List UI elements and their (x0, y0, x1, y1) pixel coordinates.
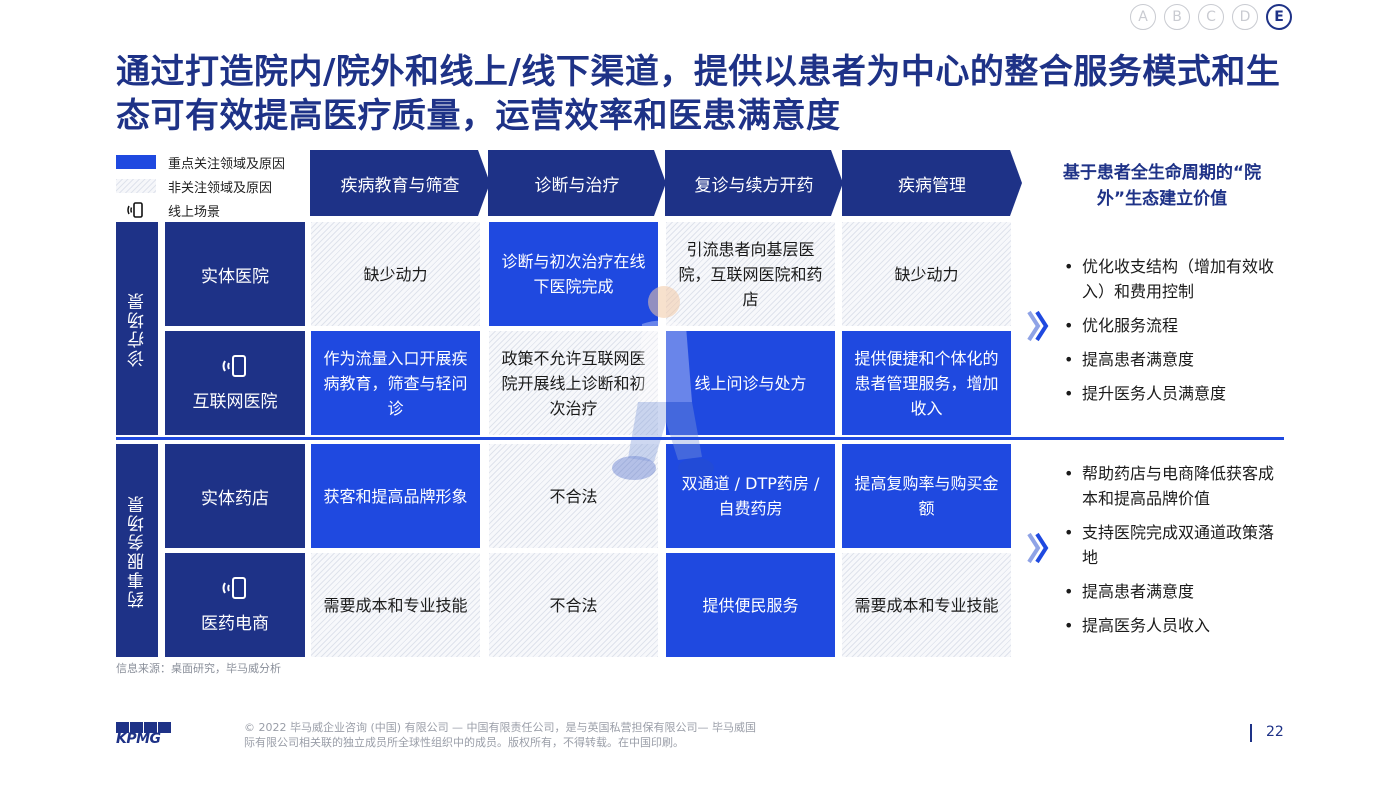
matrix-cell: 缺少动力 (311, 222, 480, 326)
matrix-cell: 线上问诊与处方 (666, 331, 835, 435)
page-separator (1250, 724, 1252, 742)
column-header-diagnosis: 诊断与治疗 (488, 150, 666, 216)
pharmacy-value-list: 帮助药店与电商降低获客成本和提高品牌价值 支持医院完成双通道政策落地 提高患者满… (1062, 461, 1286, 647)
matrix-cell: 不合法 (489, 553, 658, 657)
matrix-cell: 引流患者向基层医院，互联网医院和药店 (666, 222, 835, 326)
matrix-cell: 缺少动力 (842, 222, 1011, 326)
legend-focus-label: 重点关注领域及原因 (168, 156, 286, 172)
row-label-physical-hospital: 实体医院 (165, 222, 305, 326)
section-nav-a[interactable]: A (1130, 4, 1156, 30)
section-nav-e[interactable]: E (1266, 4, 1292, 30)
section-nav-b[interactable]: B (1164, 4, 1190, 30)
logo-text: KPMG (116, 731, 161, 747)
section-divider (116, 437, 1284, 440)
matrix-cell: 提供便民服务 (666, 553, 835, 657)
chevron-right-icon (1027, 310, 1049, 342)
matrix-cell: 双通道 / DTP药房 / 自费药房 (666, 444, 835, 548)
matrix-cell: 需要成本和专业技能 (311, 553, 480, 657)
chevron-right-icon (1027, 532, 1049, 564)
page-title: 通过打造院内/院外和线上/线下渠道，提供以患者为中心的整合服务模式和生态可有效提… (116, 52, 1281, 136)
row-label-text: 医药电商 (201, 613, 269, 634)
source-note: 信息来源：桌面研究，毕马威分析 (116, 662, 281, 675)
row-label-text: 互联网医院 (192, 391, 278, 412)
group-label-pharmacy: 药事服务场景 (116, 444, 158, 657)
column-header-followup: 复诊与续方开药 (665, 150, 843, 216)
legend-item-focus: 重点关注领域及原因 (116, 150, 285, 174)
list-item: 优化服务流程 (1062, 313, 1286, 338)
matrix-cell: 作为流量入口开展疾病教育，筛查与轻问诊 (311, 331, 480, 435)
phone-icon (222, 576, 246, 599)
matrix-cell: 获客和提高品牌形象 (311, 444, 480, 548)
legend-item-online: 线上场景 (116, 198, 285, 222)
non-focus-swatch (116, 179, 156, 193)
row-label-physical-pharmacy: 实体药店 (165, 444, 305, 548)
row-label-online-pharmacy: 医药电商 (165, 553, 305, 657)
matrix-cell: 提供便捷和个体化的患者管理服务，增加收入 (842, 331, 1011, 435)
row-label-text: 实体药店 (201, 488, 269, 509)
matrix-cell: 不合法 (489, 444, 658, 548)
legend: 重点关注领域及原因 非关注领域及原因 线上场景 (116, 150, 285, 222)
row-label-text: 实体医院 (201, 266, 269, 287)
phone-icon (222, 354, 246, 377)
matrix-cell: 提高复购率与购买金额 (842, 444, 1011, 548)
list-item: 提高医务人员收入 (1062, 613, 1286, 638)
list-item: 提升医务人员满意度 (1062, 381, 1286, 406)
decorative-figure-illustration (612, 286, 714, 480)
value-title: 基于患者全生命周期的“院外”生态建立价值 (1062, 163, 1262, 209)
footer-disclaimer: © 2022 毕马威企业咨询 (中国) 有限公司 — 中国有限责任公司，是与英国… (244, 721, 757, 749)
legend-item-non-focus: 非关注领域及原因 (116, 174, 285, 198)
matrix-cell: 诊断与初次治疗在线下医院完成 (489, 222, 658, 326)
section-nav: A B C D E (1130, 4, 1292, 30)
matrix-cell: 需要成本和专业技能 (842, 553, 1011, 657)
section-nav-d[interactable]: D (1232, 4, 1258, 30)
list-item: 提高患者满意度 (1062, 347, 1286, 372)
legend-online-label: 线上场景 (168, 204, 221, 220)
column-header-management: 疾病管理 (842, 150, 1022, 216)
logo-boxes (116, 722, 174, 733)
row-label-internet-hospital: 互联网医院 (165, 331, 305, 435)
list-item: 优化收支结构（增加有效收入）和费用控制 (1062, 254, 1286, 304)
kpmg-logo: KPMG (116, 722, 174, 747)
list-item: 提高患者满意度 (1062, 579, 1286, 604)
matrix-cell: 政策不允许互联网医院开展线上诊断和初次治疗 (489, 331, 658, 435)
column-header-education: 疾病教育与筛查 (310, 150, 490, 216)
clinical-value-list: 优化收支结构（增加有效收入）和费用控制 优化服务流程 提高患者满意度 提升医务人… (1062, 254, 1286, 415)
list-item: 支持医院完成双通道政策落地 (1062, 520, 1286, 570)
list-item: 帮助药店与电商降低获客成本和提高品牌价值 (1062, 461, 1286, 511)
page-number: 22 (1266, 724, 1284, 740)
group-label-clinical: 诊疗场景 (116, 222, 158, 435)
section-nav-c[interactable]: C (1198, 4, 1224, 30)
legend-non-focus-label: 非关注领域及原因 (168, 180, 273, 196)
phone-icon (116, 202, 156, 218)
focus-swatch (116, 155, 156, 169)
